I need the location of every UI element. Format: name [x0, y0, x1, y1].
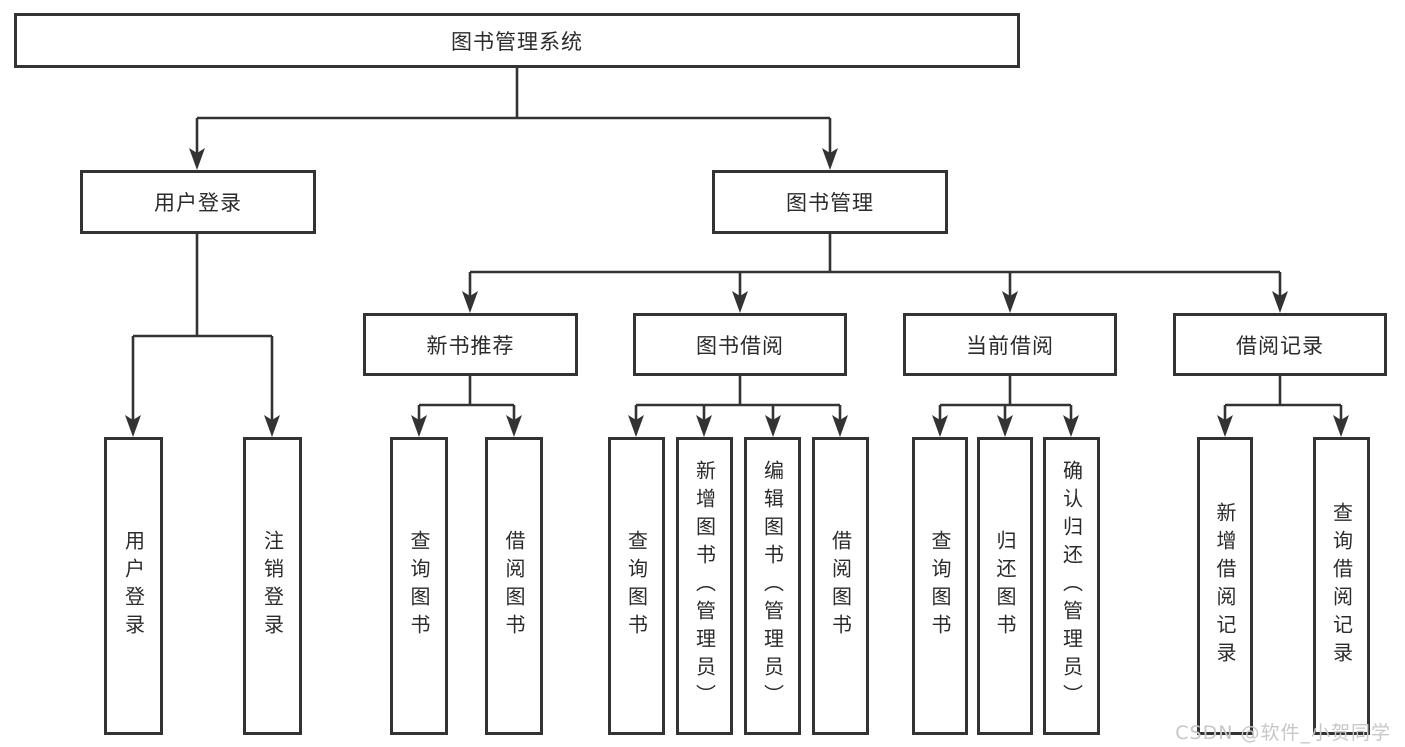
- leaf-current-confirm-return-admin: 确认归还（管理员）: [1043, 437, 1100, 735]
- node-label: 图书借阅: [696, 333, 784, 358]
- leaf-current-return-books: 归还图书: [977, 437, 1033, 735]
- csdn-watermark: CSDN @软件_小贺同学: [1175, 722, 1391, 744]
- leaf-borrow-edit-books-admin: 编辑图书（管理员）: [744, 437, 801, 735]
- node-label: 借阅图书: [502, 530, 526, 642]
- node-label: 新增借阅记录: [1213, 502, 1237, 670]
- node-current-borrowing: 当前借阅: [903, 313, 1117, 376]
- node-library-management-system: 图书管理系统: [14, 13, 1020, 68]
- node-label: 图书管理系统: [451, 29, 583, 54]
- node-label: 借阅图书: [828, 530, 853, 642]
- leaf-newbook-borrow-books: 借阅图书: [485, 437, 543, 735]
- node-label: 借阅记录: [1236, 333, 1324, 358]
- leaf-current-query-books: 查询图书: [912, 437, 968, 735]
- node-label: 查询图书: [624, 530, 649, 642]
- node-label: 用户登录: [121, 530, 146, 642]
- node-label: 用户登录: [154, 191, 242, 215]
- node-label: 确认归还（管理员）: [1059, 460, 1084, 712]
- leaf-user-login: 用户登录: [104, 437, 163, 735]
- node-label: 查询图书: [928, 530, 952, 642]
- node-book-management: 图书管理: [712, 170, 948, 234]
- node-label: 新增图书（管理员）: [692, 460, 717, 712]
- node-label: 归还图书: [993, 530, 1017, 642]
- node-user-login: 用户登录: [80, 170, 316, 234]
- node-label: 查询图书: [407, 530, 431, 642]
- leaf-records-add-record: 新增借阅记录: [1197, 437, 1253, 735]
- leaf-borrow-add-books-admin: 新增图书（管理员）: [676, 437, 733, 735]
- leaf-borrow-borrow-books: 借阅图书: [812, 437, 869, 735]
- node-label: 注销登录: [260, 530, 285, 642]
- node-borrowing-records: 借阅记录: [1173, 313, 1387, 376]
- node-label: 新书推荐: [426, 333, 515, 358]
- node-new-book-recommend: 新书推荐: [363, 313, 578, 376]
- node-label: 图书管理: [786, 191, 874, 215]
- leaf-logout: 注销登录: [243, 437, 302, 735]
- node-label: 查询借阅记录: [1329, 502, 1354, 670]
- leaf-records-query-record: 查询借阅记录: [1313, 437, 1370, 735]
- node-book-borrowing: 图书借阅: [633, 313, 847, 376]
- node-label: 编辑图书（管理员）: [760, 460, 785, 712]
- leaf-borrow-query-books: 查询图书: [608, 437, 665, 735]
- node-label: 当前借阅: [966, 333, 1054, 358]
- leaf-newbook-query-books: 查询图书: [390, 437, 448, 735]
